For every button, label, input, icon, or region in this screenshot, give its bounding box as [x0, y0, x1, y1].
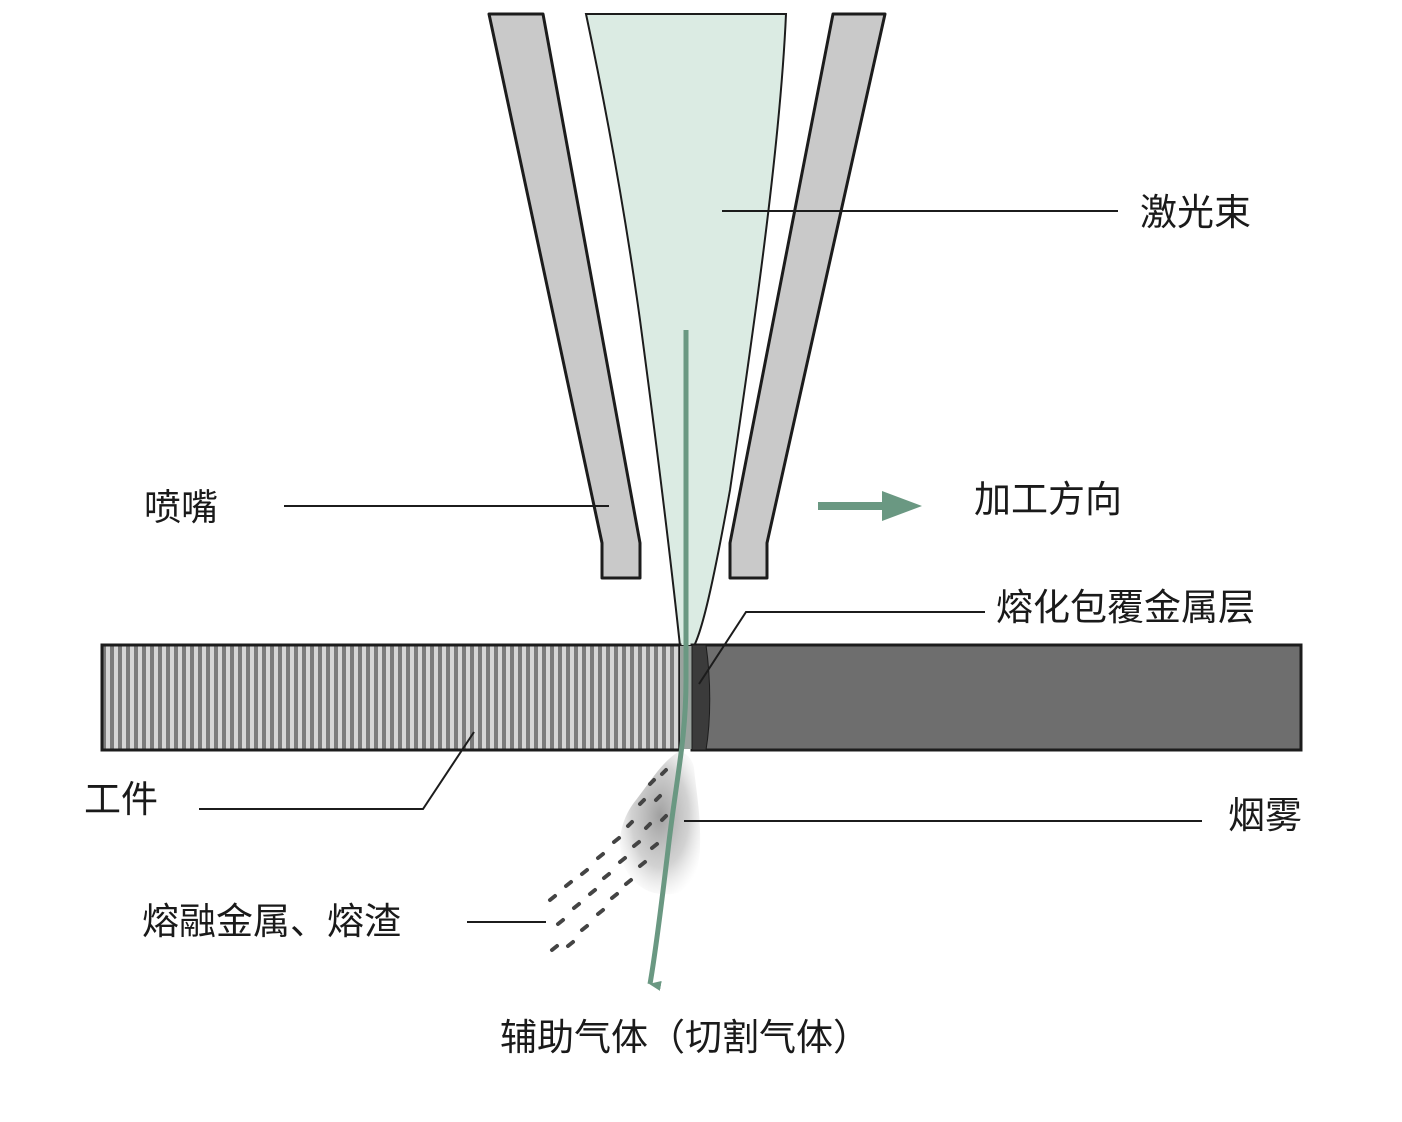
assist-gas-arrow: [647, 330, 689, 991]
leader-workpiece: [199, 731, 475, 810]
workpiece-plate: [690, 643, 1303, 752]
label-workpiece: 工件: [84, 778, 158, 821]
direction-arrow: [818, 491, 922, 521]
smoke-plume: [620, 752, 701, 895]
label-direction: 加工方向: [974, 478, 1122, 521]
leader-molten-layer: [698, 611, 985, 685]
label-molten-layer: 熔化包覆金属层: [996, 586, 1255, 629]
label-smoke: 烟雾: [1228, 794, 1302, 837]
workpiece-cut-surface: [100, 643, 682, 752]
nozzle-wall-left: [487, 12, 642, 580]
molten-layer: [691, 644, 711, 751]
nozzle-wall-right: [728, 12, 887, 580]
label-molten-slag: 熔融金属、熔渣: [142, 900, 401, 943]
slag-particles: [548, 768, 668, 952]
label-nozzle: 喷嘴: [144, 486, 218, 529]
label-assist-gas: 辅助气体（切割气体）: [500, 1016, 870, 1059]
label-laser-beam: 激光束: [1140, 191, 1251, 234]
